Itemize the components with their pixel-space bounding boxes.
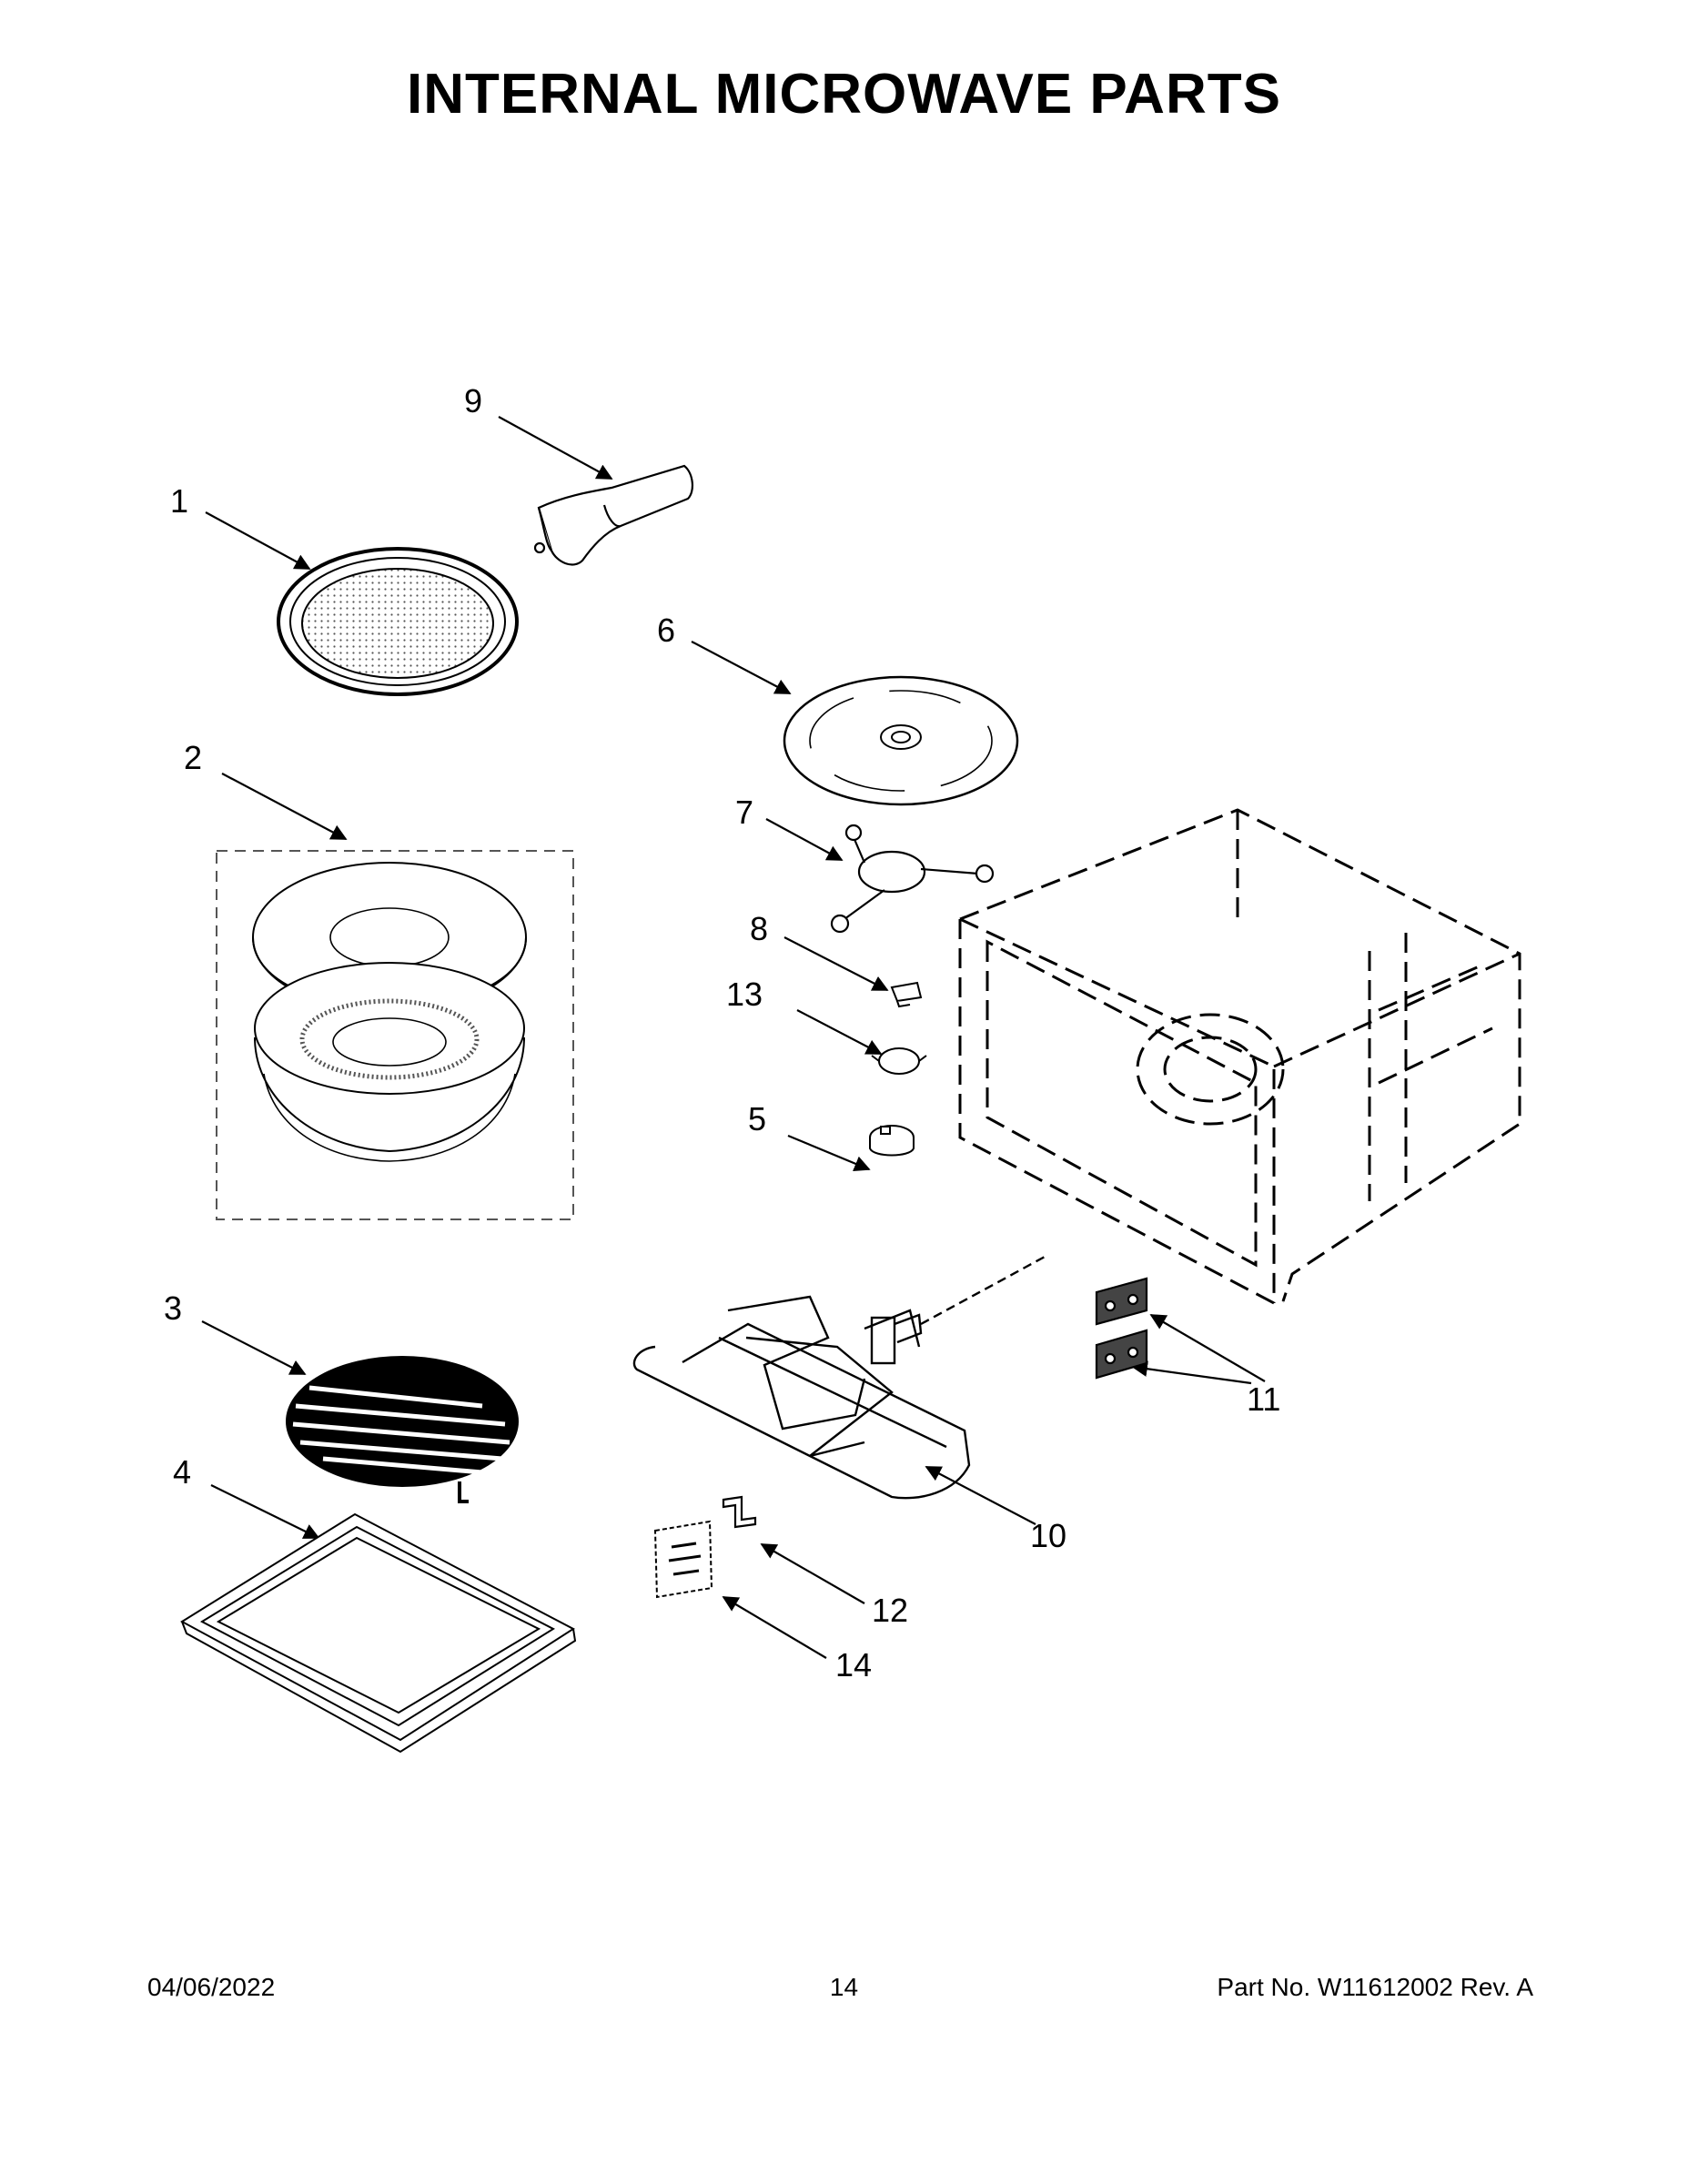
part-1-crisper-pan [277, 547, 519, 696]
part-14-label [653, 1520, 713, 1599]
part-5-turntable-motor [869, 1125, 915, 1157]
callout-7: 7 [735, 794, 753, 831]
callout-14: 14 [835, 1646, 872, 1684]
leader-arrows [201, 416, 1266, 1659]
callout-13: 13 [726, 976, 763, 1013]
part-8-coupler [890, 981, 923, 1008]
footer-date: 04/06/2022 [147, 1973, 276, 2001]
callout-1: 1 [170, 482, 188, 520]
part-3-grill-rack [286, 1356, 519, 1503]
part-10-heating-element [632, 1254, 1047, 1500]
callout-4: 4 [173, 1453, 191, 1491]
callout-10: 10 [1030, 1517, 1066, 1554]
callout-3: 3 [164, 1289, 182, 1327]
callout-6: 6 [657, 612, 675, 649]
callout-8: 8 [750, 910, 768, 947]
page-title: INTERNAL MICROWAVE PARTS [407, 63, 1281, 126]
part-11-brackets [1095, 1277, 1148, 1380]
callout-11: 11 [1247, 1380, 1280, 1418]
part-4-baking-tray [180, 1512, 577, 1754]
part-2-steamer [216, 850, 574, 1220]
callout-2: 2 [184, 739, 202, 776]
oven-cavity [958, 808, 1521, 1305]
footer-page-number: 14 [829, 1973, 859, 2001]
part-6-turntable-tray [783, 675, 1019, 806]
callout-12: 12 [872, 1592, 908, 1629]
part-7-roller-support [830, 824, 995, 934]
callout-5: 5 [748, 1100, 766, 1138]
part-13-motor-cover [871, 1047, 927, 1075]
part-12-clip [722, 1495, 757, 1529]
part-9-handle [533, 464, 693, 566]
callout-9: 9 [464, 382, 482, 420]
footer-part-number: Part No. W11612002 Rev. A [1217, 1973, 1533, 2001]
